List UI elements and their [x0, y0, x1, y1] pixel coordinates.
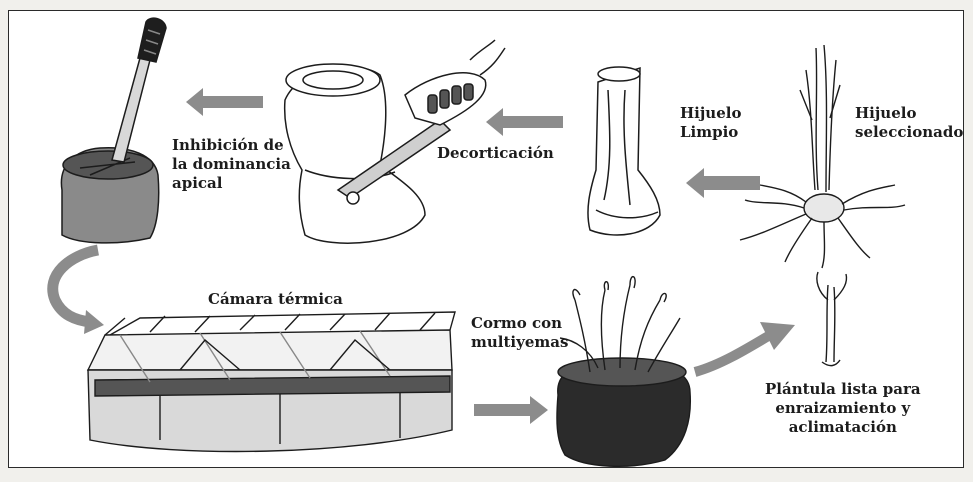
label-plantlet: Plántula lista para enraizamiento y acli…	[765, 380, 921, 436]
thermal-chamber-illustration	[86, 311, 456, 453]
plantlet-illustration	[816, 271, 848, 367]
clean-sucker-illustration	[587, 66, 661, 236]
arrow-corm-to-plantlet	[693, 330, 773, 377]
label-decortication: Decorticación	[437, 144, 554, 162]
arrow-chamber-to-corm	[474, 396, 548, 424]
arrow-clean-to-decortication	[486, 108, 563, 136]
apical-inhibition-illustration	[60, 17, 167, 244]
multibud-corm-illustration	[556, 276, 692, 467]
label-clean-sucker: Hijuelo Limpio	[680, 104, 742, 141]
arrow-corm-to-plantlet-head	[760, 322, 795, 350]
arrow-inhibition-to-chamber-head	[84, 310, 104, 334]
label-multibud-corm: Cormo con multiyemas	[471, 314, 569, 351]
process-arrows	[186, 88, 760, 424]
label-thermal-chamber: Cámara térmica	[208, 290, 343, 308]
arrow-selected-to-clean	[686, 168, 760, 198]
arrow-inhibition-to-chamber	[47, 244, 100, 328]
decortication-illustration	[283, 39, 506, 244]
arrow-decortication-to-inhibition	[186, 88, 263, 116]
selected-sucker-illustration	[739, 44, 906, 269]
label-selected-sucker: Hijuelo seleccionado	[855, 104, 964, 141]
label-apical-inhibition: Inhibición de la dominancia apical	[172, 136, 291, 192]
